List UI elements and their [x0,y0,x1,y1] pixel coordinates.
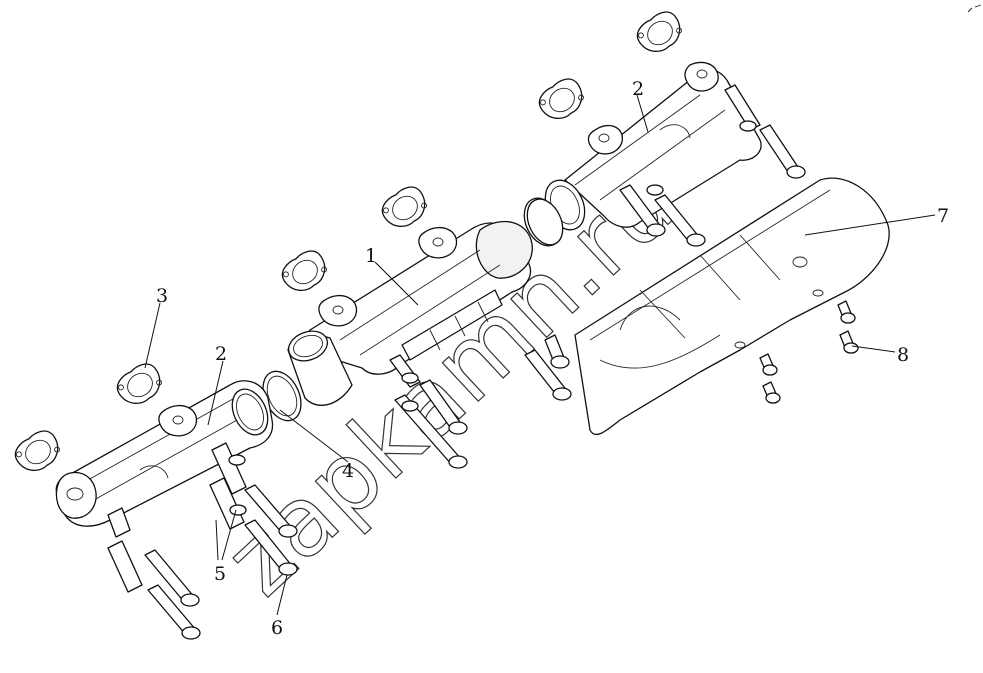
callout-labels: 1 2 2 3 4 5 6 7 8 [156,78,949,639]
gasket-2 [116,363,163,404]
leader-3 [144,302,161,369]
callout-5: 5 [214,563,226,585]
leader-1 [374,261,419,306]
leader-2a [207,360,224,426]
callout-3: 3 [156,285,168,307]
callout-6: 6 [271,617,283,639]
callout-7: 7 [937,205,949,227]
center-manifold [305,220,533,375]
slip-ring-left [231,388,269,436]
sleeve-center [287,330,353,406]
leader-6 [276,574,288,616]
callout-2b: 2 [215,343,227,365]
gasket-6 [636,11,683,52]
callout-4: 4 [342,460,354,482]
leader-4 [279,409,349,463]
seal-ring-center-right [526,198,564,246]
gasket-4 [381,186,428,227]
leader-8 [851,345,896,353]
leader-lines [144,94,936,616]
manifold-segment-left [55,380,274,527]
bolts-right [619,84,806,247]
bolts-center [389,334,572,469]
leader-2b [636,94,649,133]
gasket-5 [538,78,585,119]
callout-2a: 2 [632,78,644,100]
leader-7 [804,214,936,236]
manifold-segment-right [564,61,762,228]
leader-5 [215,509,237,561]
bolts-left [144,484,298,640]
small-bolts [759,300,859,404]
corner-mark [967,4,982,13]
callout-1: 1 [365,245,377,267]
heat-shield [574,177,890,436]
gasket-3 [281,250,328,291]
callout-8: 8 [897,344,909,366]
gasket-1 [14,430,61,471]
spacer-sleeves-left [107,442,247,593]
